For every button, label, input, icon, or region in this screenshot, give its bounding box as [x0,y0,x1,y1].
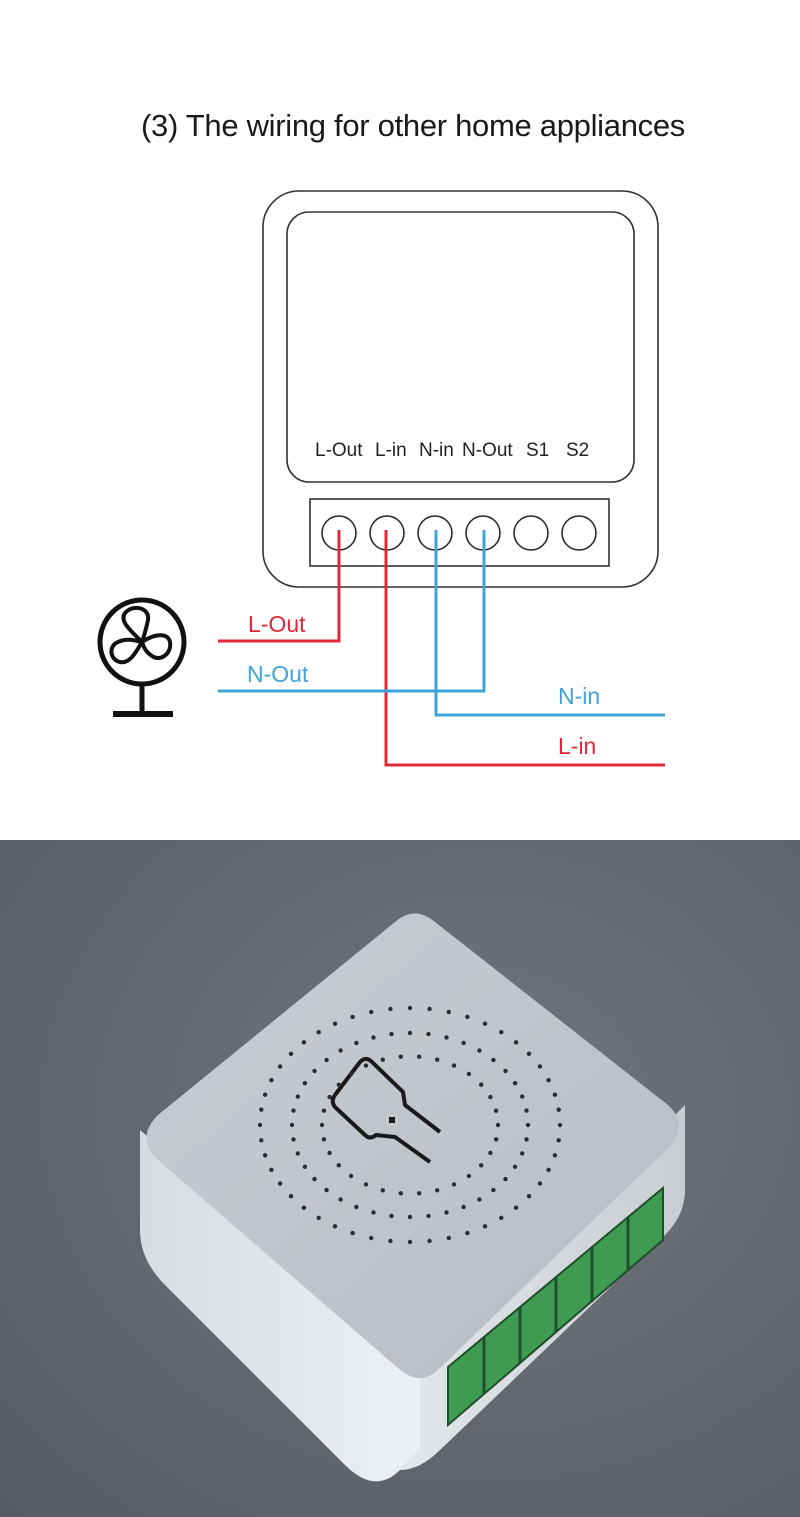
button-logo-icon [330,1057,442,1164]
terminal-screws [321,515,597,551]
terminal-label-n-in: N-in [419,440,454,461]
wire-n-out [218,530,486,693]
terminal-label-s2: S2 [566,440,589,461]
fan-icon [97,597,187,717]
wire-l-in [384,530,665,767]
terminal-label-n-out: N-Out [462,440,513,461]
speaker-dots [257,1005,563,1245]
wire-label-l-in: L-in [558,733,596,759]
wire-l-out [218,530,341,643]
product-photo [0,840,800,1517]
wiring-diagram: L-Out L-in N-in N-Out S1 S2 L-Out N-Out … [97,190,665,767]
smart-switch-device [140,913,685,1482]
device-outer-outline [262,190,659,588]
terminal-block [309,498,610,567]
terminal-s2 [561,515,597,551]
wire-n-in [434,530,665,717]
device-inner-panel [286,211,635,483]
terminal-strip [447,1185,664,1428]
wire-label-l-out: L-Out [248,611,306,637]
terminal-s1 [513,515,549,551]
terminal-label-l-in: L-in [375,440,407,461]
wire-label-n-in: N-in [558,683,600,709]
terminal-label-s1: S1 [526,440,549,461]
terminal-labels: L-Out L-in N-in N-Out S1 S2 [315,440,589,461]
wire-label-n-out: N-Out [247,661,309,687]
terminal-label-l-out: L-Out [315,440,363,461]
page-title: (3) The wiring for other home appliances [141,108,685,143]
